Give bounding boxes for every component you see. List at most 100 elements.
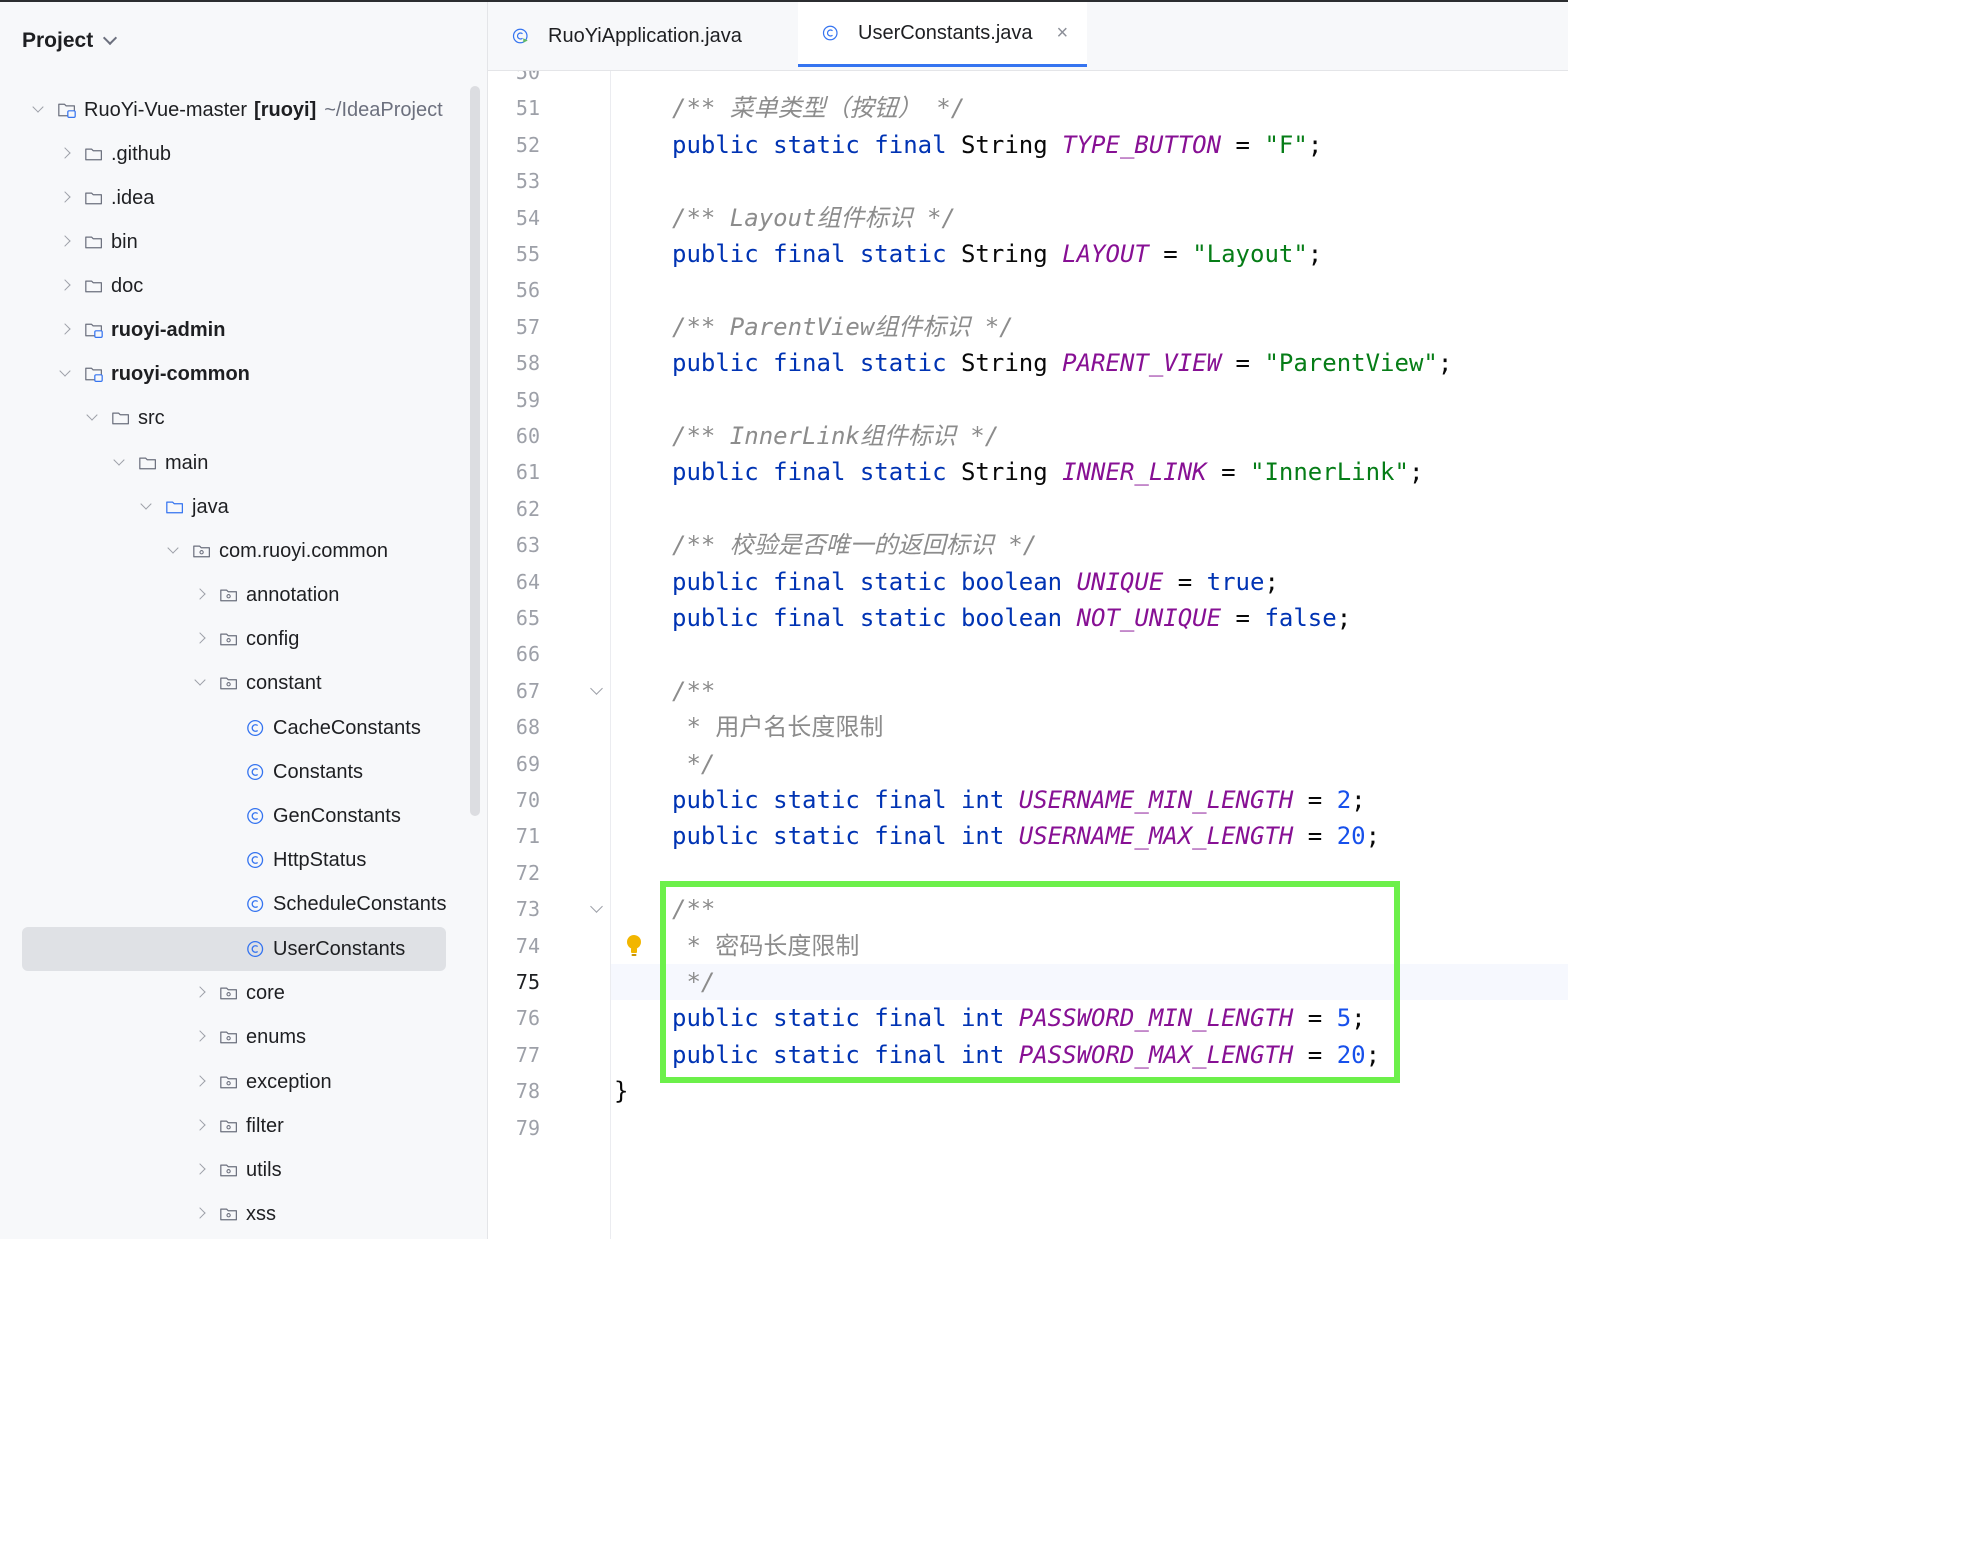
- code-line[interactable]: */: [672, 964, 715, 1000]
- tree-node[interactable]: annotation: [0, 575, 470, 615]
- chevron-right-icon[interactable]: [194, 1119, 206, 1131]
- tree-node[interactable]: xss: [0, 1194, 470, 1234]
- code-line[interactable]: public static final int PASSWORD_MAX_LEN…: [672, 1037, 1380, 1073]
- tree-node[interactable]: main: [0, 443, 470, 483]
- code-line[interactable]: * 密码长度限制: [672, 928, 859, 964]
- tree-node[interactable]: utils: [0, 1150, 470, 1190]
- tree-node[interactable]: HttpStatus: [0, 840, 470, 880]
- tree-node[interactable]: config: [0, 619, 470, 659]
- code-token: }: [614, 1077, 629, 1106]
- fold-chevron-icon[interactable]: [590, 681, 603, 695]
- tree-node[interactable]: constant: [0, 663, 470, 703]
- tree-node[interactable]: .idea: [0, 178, 470, 218]
- code-line[interactable]: public final static String INNER_LINK = …: [672, 454, 1423, 490]
- tree-node[interactable]: UserConstants: [0, 927, 470, 971]
- code-line[interactable]: /** ParentView组件标识 */: [672, 309, 1014, 345]
- code-line[interactable]: public final static boolean UNIQUE = tru…: [672, 564, 1279, 600]
- tree-node[interactable]: doc: [0, 266, 470, 306]
- tree-node[interactable]: enums: [0, 1017, 470, 1057]
- chevron-right-icon[interactable]: [59, 147, 71, 159]
- code-line[interactable]: public static final int USERNAME_MIN_LEN…: [672, 782, 1366, 818]
- code-line[interactable]: */: [672, 746, 715, 782]
- tree-node-label: RuoYi-Vue-master: [84, 98, 248, 121]
- tree-node[interactable]: exception: [0, 1062, 470, 1102]
- tree-node-module-name: [ruoyi]: [254, 98, 317, 121]
- chevron-right-icon[interactable]: [194, 986, 206, 998]
- chevron-right-icon[interactable]: [194, 1163, 206, 1175]
- code-line[interactable]: /** 菜单类型（按钮） */: [672, 90, 965, 126]
- tree-node[interactable]: ScheduleConstants: [0, 884, 470, 924]
- chevron-down-icon[interactable]: [32, 101, 44, 113]
- tree-node[interactable]: ruoyi-admin: [0, 310, 470, 350]
- chevron-down-icon[interactable]: [194, 674, 206, 686]
- chevron-down-icon[interactable]: [167, 542, 179, 554]
- intention-bulb-icon[interactable]: [626, 934, 642, 958]
- code-line[interactable]: /**: [672, 673, 715, 709]
- chevron-down-icon[interactable]: [140, 498, 152, 510]
- code-line[interactable]: public final static String PARENT_VIEW =…: [672, 345, 1452, 381]
- tree-node[interactable]: RuoYi-Vue-master[ruoyi]~/IdeaProject: [0, 90, 470, 130]
- tree-node-label: CacheConstants: [273, 716, 421, 739]
- tree-node[interactable]: src: [0, 398, 470, 438]
- chevron-right-icon[interactable]: [194, 1207, 206, 1219]
- project-tree-scrollbar[interactable]: [470, 86, 480, 816]
- code-token: UNIQUE: [1076, 567, 1164, 596]
- chevron-right-icon[interactable]: [59, 191, 71, 203]
- chevron-down-icon[interactable]: [113, 454, 125, 466]
- code-line[interactable]: }: [614, 1073, 628, 1109]
- code-line[interactable]: public static final String TYPE_BUTTON =…: [672, 127, 1322, 163]
- code-line[interactable]: * 用户名长度限制: [672, 709, 883, 745]
- project-view-title: Project: [22, 29, 94, 52]
- chevron-right-icon[interactable]: [194, 1030, 206, 1042]
- code-line[interactable]: /**: [672, 891, 715, 927]
- tree-node[interactable]: GenConstants: [0, 796, 470, 836]
- tree-node-label: filter: [246, 1114, 284, 1137]
- code-token: 2: [1336, 786, 1352, 814]
- tab-ruoyiapplication[interactable]: RuoYiApplication.java: [510, 2, 742, 70]
- code-line[interactable]: public static final int USERNAME_MAX_LEN…: [672, 818, 1380, 854]
- package-icon: [220, 1164, 237, 1177]
- code-token: "Layout": [1192, 240, 1308, 268]
- line-number: 56: [515, 278, 540, 303]
- tree-node[interactable]: filter: [0, 1106, 470, 1146]
- class-icon: [822, 25, 838, 41]
- tree-node[interactable]: java: [0, 487, 470, 527]
- tree-node-label: UserConstants: [273, 937, 406, 960]
- package-icon: [220, 1076, 237, 1089]
- tree-node[interactable]: bin: [0, 222, 470, 262]
- source-folder-icon: [166, 501, 183, 514]
- chevron-right-icon[interactable]: [194, 1075, 206, 1087]
- tab-userconstants[interactable]: UserConstants.java ×: [798, 2, 1087, 67]
- code-line[interactable]: public final static boolean NOT_UNIQUE =…: [672, 600, 1351, 636]
- code-token: USERNAME_MIN_LENGTH: [1018, 786, 1294, 814]
- code-line[interactable]: /** Layout组件标识 */: [672, 200, 956, 236]
- tree-node[interactable]: com.ruoyi.common: [0, 531, 470, 571]
- code-token: ;: [1408, 458, 1424, 487]
- code-token: /** 菜单类型（按钮） */: [672, 94, 966, 123]
- chevron-right-icon[interactable]: [59, 235, 71, 247]
- tree-node[interactable]: CacheConstants: [0, 708, 470, 748]
- chevron-right-icon[interactable]: [194, 588, 206, 600]
- tree-node[interactable]: .github: [0, 134, 470, 174]
- tree-node-label: utils: [246, 1158, 282, 1181]
- code-line[interactable]: /** InnerLink组件标识 */: [672, 418, 999, 454]
- tree-node[interactable]: Constants: [0, 752, 470, 792]
- tree-node[interactable]: ruoyi-common: [0, 354, 470, 394]
- chevron-down-icon[interactable]: [59, 365, 71, 377]
- tree-node[interactable]: core: [0, 973, 470, 1013]
- chevron-right-icon[interactable]: [59, 279, 71, 291]
- close-icon[interactable]: ×: [1056, 21, 1069, 44]
- project-view-selector[interactable]: Project: [22, 26, 118, 56]
- code-line[interactable]: public static final int PASSWORD_MIN_LEN…: [672, 1000, 1366, 1036]
- code-line[interactable]: /** 校验是否唯一的返回标识 */: [672, 527, 1037, 563]
- chevron-right-icon[interactable]: [59, 323, 71, 335]
- package-icon: [220, 1031, 237, 1044]
- code-token: public static final int: [672, 1004, 1019, 1033]
- fold-chevron-icon[interactable]: [590, 900, 603, 914]
- code-line[interactable]: public final static String LAYOUT = "Lay…: [672, 236, 1322, 272]
- code-token: public final static: [672, 240, 961, 268]
- chevron-right-icon[interactable]: [194, 632, 206, 644]
- chevron-down-icon[interactable]: [86, 409, 98, 421]
